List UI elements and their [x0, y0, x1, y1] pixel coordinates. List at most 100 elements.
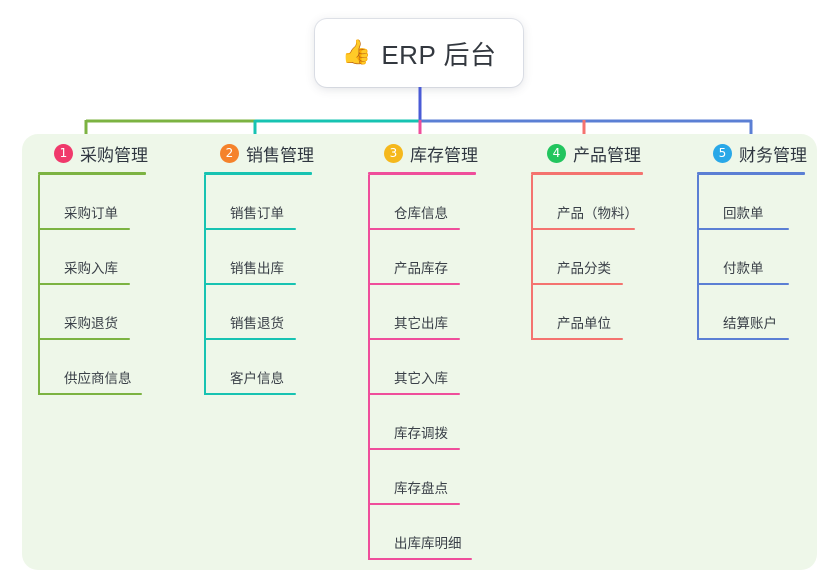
branch-items: 产品（物料） 产品分类产品单位: [531, 175, 643, 340]
leaf-node[interactable]: 销售退货: [204, 285, 314, 340]
leaf-underline: [697, 338, 789, 340]
branch-number-badge: 5: [713, 143, 732, 163]
leaf-node-label: 其它出库: [394, 316, 448, 331]
branch-spine: [38, 175, 40, 395]
leaf-node[interactable]: 付款单: [697, 230, 807, 285]
leaf-underline: [368, 393, 460, 395]
leaf-node[interactable]: 采购入库: [38, 230, 148, 285]
leaf-node[interactable]: 其它入库: [368, 340, 478, 395]
root-node-title: ERP 后台: [381, 39, 497, 70]
leaf-underline: [204, 393, 296, 395]
branch-column: 5 财务管理 回款单付款单结算账户: [697, 140, 807, 340]
branch-items: 回款单付款单结算账户: [697, 175, 807, 340]
leaf-node-label: 库存盘点: [394, 481, 448, 496]
branch-column: 1 采购管理 采购订单采购入库采购退货供应商信息: [38, 140, 148, 395]
branch-column: 2 销售管理 销售订单销售出库销售退货客户信息: [204, 140, 314, 395]
leaf-node-label: 产品单位: [557, 316, 611, 331]
leaf-node-label: 产品库存: [394, 261, 448, 276]
leaf-node-label: 销售退货: [230, 316, 284, 331]
leaf-node-label: 付款单: [723, 261, 764, 276]
leaf-underline: [38, 393, 142, 395]
leaf-node-label: 采购退货: [64, 316, 118, 331]
leaf-underline: [204, 283, 296, 285]
leaf-node-label: 客户信息: [230, 371, 284, 386]
leaf-node-label: 销售订单: [230, 206, 284, 221]
branch-column: 3 库存管理 仓库信息产品库存其它出库其它入库库存调拨库存盘点出库库明细: [368, 140, 478, 560]
branch-underline: [697, 172, 805, 175]
branch-number-badge: 1: [54, 143, 73, 163]
branch-number-badge: 3: [384, 143, 403, 163]
root-node-content: 👍 ERP 后台: [341, 35, 496, 72]
leaf-underline: [38, 283, 130, 285]
branch-underline: [38, 172, 146, 175]
branch-underline: [531, 172, 643, 175]
branch-column: 4 产品管理 产品（物料） 产品分类产品单位: [531, 140, 643, 340]
leaf-node-label: 供应商信息: [64, 371, 132, 386]
leaf-node[interactable]: 库存调拨: [368, 395, 478, 450]
branch-spine: [204, 175, 206, 395]
leaf-node-label: 采购订单: [64, 206, 118, 221]
branch-underline: [204, 172, 312, 175]
leaf-node-label: 产品（物料）: [557, 206, 638, 221]
leaf-underline: [697, 283, 789, 285]
leaf-underline: [204, 228, 296, 230]
branch-spine: [368, 175, 370, 560]
branch-title: 采购管理: [80, 145, 148, 165]
leaf-node[interactable]: 采购订单: [38, 175, 148, 230]
leaf-node-label: 其它入库: [394, 371, 448, 386]
branch-header[interactable]: 5 财务管理: [697, 140, 807, 166]
root-node-card[interactable]: 👍 ERP 后台: [315, 19, 523, 87]
branch-spine: [531, 175, 533, 340]
leaf-node[interactable]: 回款单: [697, 175, 807, 230]
branch-items: 仓库信息产品库存其它出库其它入库库存调拨库存盘点出库库明细: [368, 175, 478, 560]
leaf-node[interactable]: 出库库明细: [368, 505, 478, 560]
branch-items: 采购订单采购入库采购退货供应商信息: [38, 175, 148, 395]
branch-spine: [697, 175, 699, 340]
leaf-underline: [368, 228, 460, 230]
branch-header[interactable]: 1 采购管理: [38, 140, 148, 166]
leaf-node-label: 采购入库: [64, 261, 118, 276]
leaf-node-label: 结算账户: [723, 316, 777, 331]
branch-title: 库存管理: [410, 145, 478, 165]
branch-header[interactable]: 4 产品管理: [531, 140, 643, 166]
leaf-underline: [368, 558, 472, 560]
leaf-node[interactable]: 采购退货: [38, 285, 148, 340]
leaf-underline: [531, 228, 635, 230]
leaf-underline: [531, 283, 623, 285]
leaf-node[interactable]: 客户信息: [204, 340, 314, 395]
leaf-underline: [38, 338, 130, 340]
leaf-underline: [531, 338, 623, 340]
leaf-node[interactable]: 产品（物料）: [531, 175, 643, 230]
leaf-node[interactable]: 产品分类: [531, 230, 643, 285]
branch-header[interactable]: 2 销售管理: [204, 140, 314, 166]
leaf-node[interactable]: 结算账户: [697, 285, 807, 340]
leaf-underline: [204, 338, 296, 340]
branch-number-badge: 2: [220, 143, 239, 163]
leaf-node[interactable]: 产品单位: [531, 285, 643, 340]
leaf-node[interactable]: 库存盘点: [368, 450, 478, 505]
leaf-node[interactable]: 其它出库: [368, 285, 478, 340]
branch-title: 产品管理: [573, 145, 641, 165]
branch-items: 销售订单销售出库销售退货客户信息: [204, 175, 314, 395]
leaf-node[interactable]: 销售订单: [204, 175, 314, 230]
leaf-node[interactable]: 供应商信息: [38, 340, 148, 395]
leaf-underline: [697, 228, 789, 230]
branch-title: 销售管理: [246, 145, 314, 165]
branch-number-badge: 4: [547, 143, 566, 163]
leaf-node[interactable]: 产品库存: [368, 230, 478, 285]
branch-header[interactable]: 3 库存管理: [368, 140, 478, 166]
leaf-underline: [368, 338, 460, 340]
leaf-node-label: 产品分类: [557, 261, 611, 276]
branch-underline: [368, 172, 476, 175]
leaf-underline: [38, 228, 130, 230]
thumbs-up-icon: 👍: [341, 39, 372, 66]
leaf-underline: [368, 503, 460, 505]
leaf-underline: [368, 448, 460, 450]
leaf-underline: [368, 283, 460, 285]
leaf-node[interactable]: 销售出库: [204, 230, 314, 285]
diagram-panel: [22, 134, 817, 570]
branch-title: 财务管理: [739, 145, 807, 165]
leaf-node[interactable]: 仓库信息: [368, 175, 478, 230]
leaf-node-label: 回款单: [723, 206, 764, 221]
leaf-node-label: 库存调拨: [394, 426, 448, 441]
